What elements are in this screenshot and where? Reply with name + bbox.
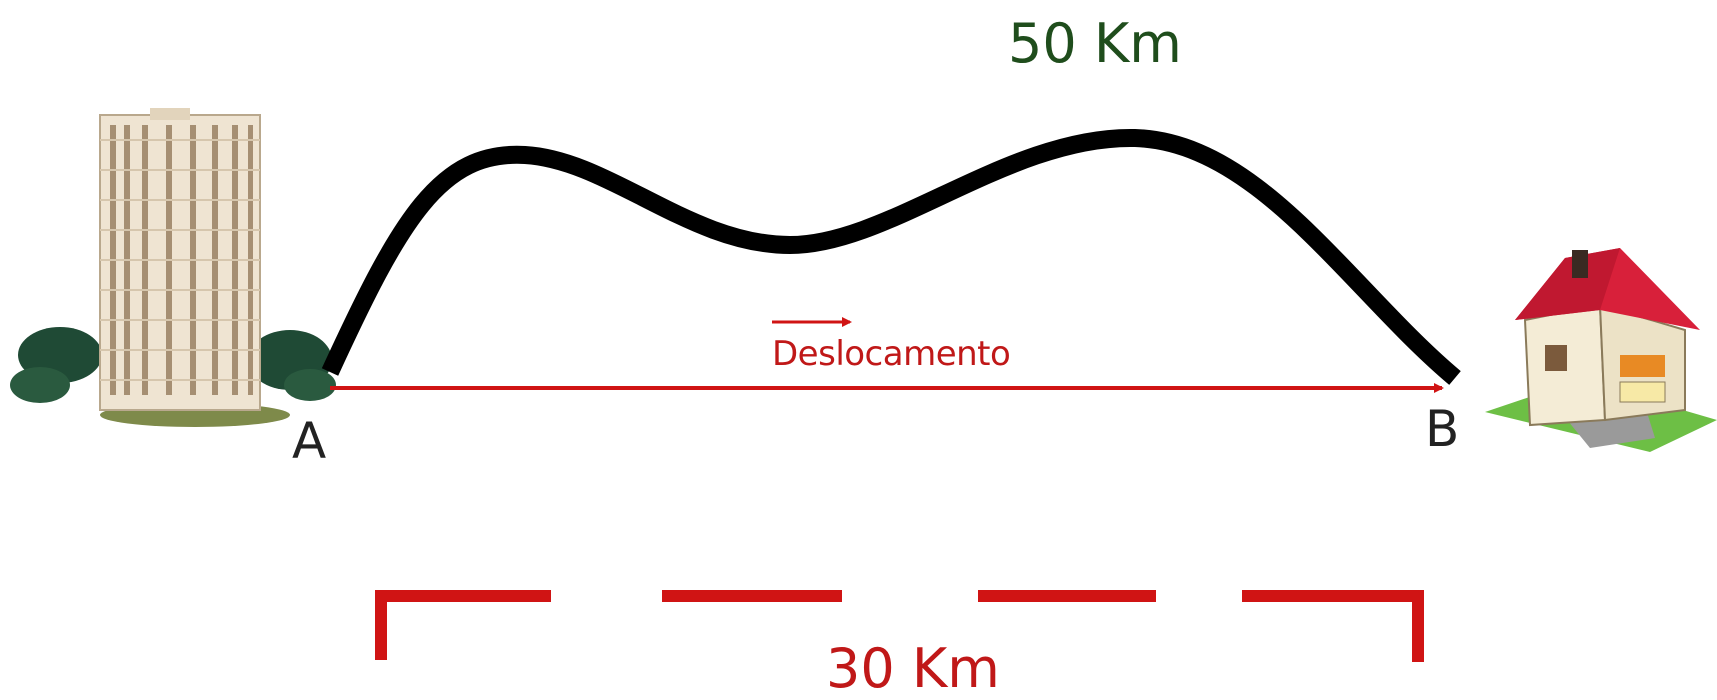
travel-path [321,128,1461,385]
dimension-bracket [375,590,1424,662]
point-a-label: A [292,412,327,470]
path-distance-label: 50 Km [1008,12,1182,75]
apartment-building-icon [10,108,336,427]
house-icon [1485,248,1717,452]
point-b-label: B [1425,400,1460,458]
straight-distance-label: 30 Km [826,637,1000,700]
displacement-label: Deslocamento [772,334,1011,374]
